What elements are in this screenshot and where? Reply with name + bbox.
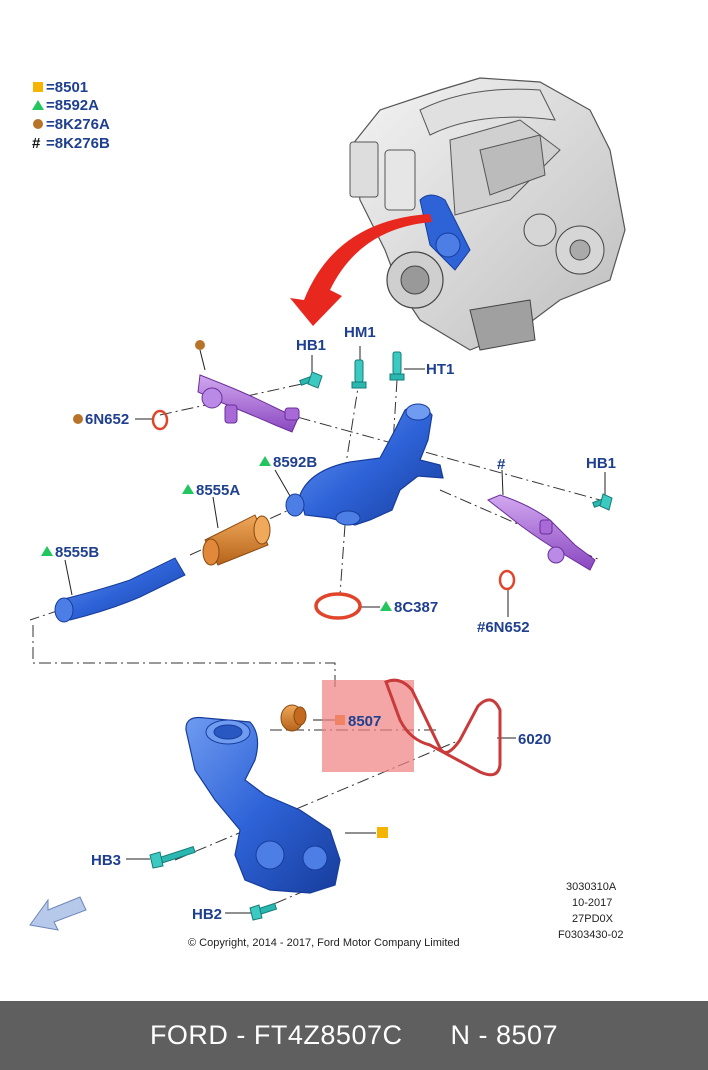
- legend-triangle-icon: [32, 100, 44, 110]
- engine-illustration: [349, 77, 626, 351]
- purple-pipe-right: [487, 494, 596, 571]
- exploded-parts-diagram: =8501 =8592A =8K276A # =8K276B: [29, 77, 626, 949]
- bolt-hb1-top: [299, 371, 323, 389]
- label-8507: 8507: [348, 713, 381, 730]
- label-6n652-right: #6N652: [477, 619, 530, 636]
- sensor-hm1: [351, 359, 367, 389]
- legend-item-1: =8501: [46, 79, 88, 96]
- footer-spacer: [402, 1020, 450, 1051]
- meta-line-3: 27PD0X: [572, 913, 614, 925]
- legend-square-icon: [33, 82, 43, 92]
- red-callout-arrow: [290, 214, 432, 326]
- brown-circle-marker-icon: [73, 414, 83, 424]
- legend: =8501 =8592A =8K276A # =8K276B: [32, 79, 110, 152]
- green-triangle-marker-icon: [259, 456, 271, 466]
- seal-6020: [384, 678, 502, 777]
- legend-hash-icon: #: [32, 135, 41, 152]
- label-hash-right: #: [497, 456, 506, 473]
- sensor-ht1: [389, 351, 405, 381]
- filter-8555a: [202, 514, 271, 566]
- label-6020: 6020: [518, 731, 551, 748]
- label-8555a: 8555A: [196, 482, 240, 499]
- label-8c387: 8C387: [394, 599, 438, 616]
- label-hb1-right: HB1: [586, 455, 616, 472]
- green-triangle-marker-icon: [380, 601, 392, 611]
- gasket-8c387: [314, 592, 362, 620]
- o-ring-right: [498, 569, 516, 591]
- green-triangle-marker-icon: [182, 484, 194, 494]
- copyright-text: © Copyright, 2014 - 2017, Ford Motor Com…: [188, 937, 460, 949]
- footer-bar: FORD - FT4Z8507C N - 8507: [0, 1001, 708, 1070]
- hose-8555b: [54, 557, 186, 623]
- label-8555b: 8555B: [55, 544, 99, 561]
- legend-item-2: =8592A: [46, 97, 99, 114]
- green-triangle-marker-icon: [41, 546, 53, 556]
- part-8507: [280, 704, 307, 732]
- legend-item-4: =8K276B: [46, 135, 110, 152]
- bolt-hb1-right: [592, 493, 613, 511]
- meta-line-4: F0303430-02: [558, 929, 623, 941]
- label-hb3: HB3: [91, 852, 121, 869]
- footer-brand-part: FORD - FT4Z8507C: [149, 1020, 403, 1050]
- yellow-square-marker-icon: [377, 827, 388, 838]
- label-hb1-top: HB1: [296, 337, 326, 354]
- label-ht1: HT1: [426, 361, 454, 378]
- meta-line-2: 10-2017: [572, 897, 612, 909]
- water-pump-housing: [185, 716, 341, 894]
- legend-circle-icon: [33, 119, 43, 129]
- label-6n652-left: 6N652: [85, 411, 129, 428]
- thermostat-housing: [285, 403, 444, 526]
- bolt-hb2: [249, 902, 278, 921]
- label-8592b: 8592B: [273, 454, 317, 471]
- meta-line-1: 3030310A: [566, 881, 617, 893]
- orientation-arrow-icon: [29, 896, 87, 931]
- o-ring-left: [151, 409, 169, 431]
- purple-pipe-upper: [197, 374, 300, 433]
- label-hm1: HM1: [344, 324, 376, 341]
- highlight-box-8507: [322, 680, 414, 772]
- bolt-hb3: [149, 845, 196, 869]
- legend-item-3: =8K276A: [46, 116, 110, 133]
- brown-circle-marker-icon: [195, 340, 205, 350]
- label-hb2: HB2: [192, 906, 222, 923]
- footer-ref-part: N - 8507: [450, 1020, 559, 1050]
